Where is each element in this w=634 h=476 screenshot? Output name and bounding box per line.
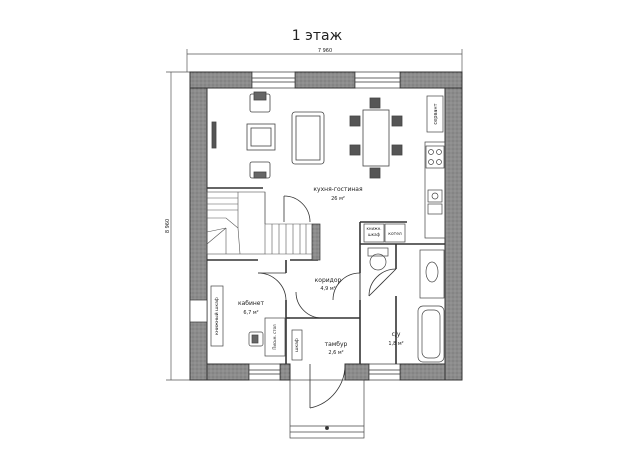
room-cabinet-area: 6,7 м²	[243, 310, 258, 316]
room-cabinet-name: кабинет	[238, 300, 265, 307]
bookshelf-mid-label: шкаф	[368, 232, 381, 237]
porch	[289, 379, 365, 439]
boiler-label: котел	[388, 232, 402, 237]
bookshelf-top-label: книжн.	[366, 226, 381, 231]
kitchen-counter	[424, 95, 446, 239]
dining-table	[349, 97, 403, 179]
staircase	[206, 191, 312, 255]
room-bathroom-name: с/у	[392, 331, 401, 338]
room-kitchen-area: 26 м²	[331, 196, 345, 202]
windows	[189, 71, 401, 381]
dimension-height-label: 8 960	[165, 219, 171, 233]
room-vestibule-name: тамбур	[325, 341, 348, 348]
outer-walls	[189, 71, 463, 381]
cabinet-furniture	[210, 285, 303, 361]
sideboard-label: сервант	[433, 103, 439, 124]
living-furniture	[211, 91, 325, 179]
utility-cabinets	[363, 223, 406, 243]
dimension-width-label: 7 960	[318, 48, 332, 54]
room-vestibule-area: 2,6 м²	[328, 350, 343, 356]
floor-title: 1 этаж	[291, 28, 343, 44]
room-kitchen-name: кухня-гостиная	[313, 186, 363, 193]
room-bathroom-area: 1,8 м²	[388, 341, 403, 347]
dimension-top	[186, 49, 463, 72]
doors	[257, 195, 397, 409]
room-corridor-name: коридор	[315, 277, 342, 284]
bookcase-label: книжный шкаф	[213, 297, 220, 335]
room-corridor-area: 4,9 м²	[320, 286, 335, 292]
stair-wall-block	[311, 223, 321, 261]
bathroom-fixtures	[367, 247, 445, 363]
hall-wardrobe-label: шкаф	[294, 338, 300, 352]
desk-label: Письм. стол	[272, 324, 277, 350]
dimension-left	[166, 71, 190, 381]
interior-walls	[207, 187, 445, 364]
